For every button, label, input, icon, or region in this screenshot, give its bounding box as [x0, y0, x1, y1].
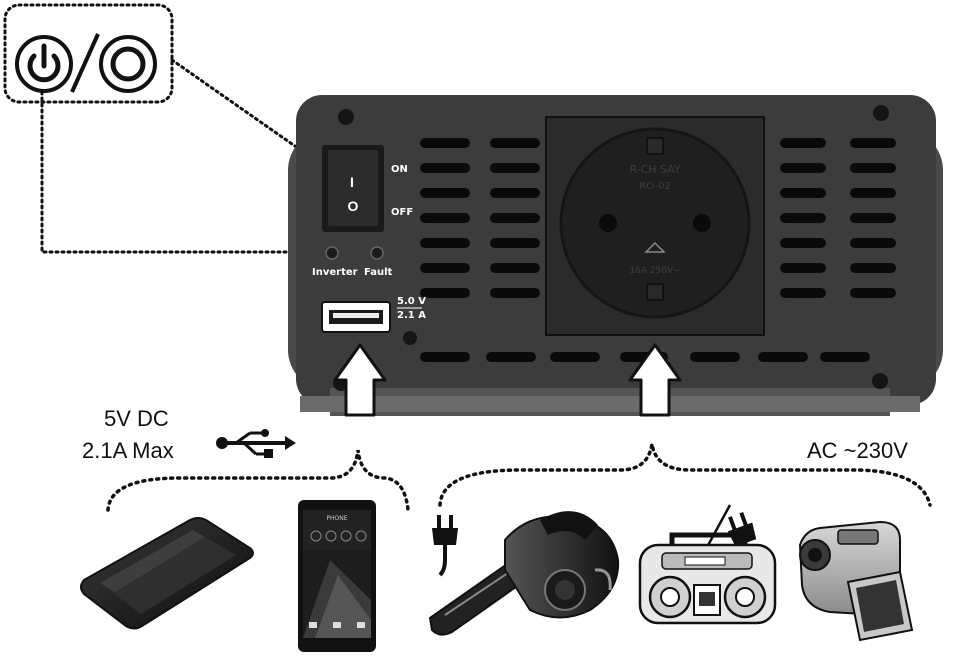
arrow-up-icon	[628, 343, 682, 417]
vent-slot	[490, 188, 540, 198]
vent-slot	[420, 213, 470, 223]
vent-slot	[780, 238, 826, 248]
plug-icon	[432, 515, 458, 577]
inverter-label: Inverter	[312, 267, 358, 278]
vent-slot	[490, 213, 540, 223]
ac-socket[interactable]: R-CH SAY RO-02 16A 250V~	[545, 116, 765, 336]
fault-label: Fault	[364, 267, 393, 278]
vent-slot	[780, 263, 826, 273]
vent-slot	[420, 188, 470, 198]
vent-slot	[490, 238, 540, 248]
vent-slot	[850, 138, 896, 148]
fault-led	[370, 246, 384, 260]
vent-slot	[420, 288, 470, 298]
vent-slot	[850, 163, 896, 173]
screw	[403, 331, 417, 345]
vent-slot	[690, 352, 740, 362]
vent-slot	[780, 163, 826, 173]
usb-current-label: 2.1 A	[397, 310, 426, 321]
ac-output-label: AC ~230V	[807, 438, 908, 463]
inverter-led	[325, 246, 339, 260]
off-label: OFF	[391, 207, 413, 218]
rocker-switch[interactable]: I O	[322, 145, 384, 232]
power-callout	[3, 3, 174, 104]
vent-slot	[486, 352, 536, 362]
screw	[873, 105, 889, 121]
vent-slots	[420, 138, 896, 362]
screw	[872, 373, 888, 389]
phone-brand: PHONE	[326, 515, 347, 522]
handheld-vacuum-icon	[428, 511, 620, 636]
ac-devices-brace	[438, 443, 932, 507]
vent-slot	[780, 288, 826, 298]
vent-slot	[758, 352, 808, 362]
radio-cassette-icon	[638, 504, 777, 625]
vent-slot	[850, 263, 896, 273]
vent-slot	[850, 213, 896, 223]
vent-slot	[420, 238, 470, 248]
on-label: ON	[391, 164, 408, 175]
leader-to-inverter-led	[40, 90, 330, 254]
vent-slot	[490, 163, 540, 173]
smartphone-icon: PHONE	[298, 500, 376, 652]
usb-voltage-label: 5.0 V	[397, 296, 426, 307]
slash-separator	[70, 33, 100, 93]
vent-slot	[420, 138, 470, 148]
vent-slot	[550, 352, 600, 362]
camcorder-icon	[798, 520, 914, 642]
vent-slot	[490, 263, 540, 273]
vent-slot	[850, 188, 896, 198]
vent-slot	[490, 288, 540, 298]
usb-output-voltage: 5V DC	[104, 406, 169, 431]
usb-output-current: 2.1A Max	[82, 438, 174, 463]
vent-slot	[780, 213, 826, 223]
screw	[338, 109, 354, 125]
vent-slot	[780, 138, 826, 148]
vent-slot	[420, 352, 470, 362]
usb-symbol-icon	[216, 429, 296, 458]
inverter-body: I O ON OFF Inverter Fault 5.0 V 2.1 A R-…	[288, 95, 943, 416]
switch-off-glyph: O	[348, 198, 359, 214]
vent-slot	[780, 188, 826, 198]
tablet-icon	[80, 517, 254, 630]
usb-devices-brace	[106, 449, 410, 512]
vent-slot	[820, 352, 870, 362]
switch-on-glyph: I	[350, 174, 354, 190]
socket-model: RO-02	[639, 181, 670, 192]
socket-rating: 16A 250V~	[629, 266, 680, 276]
arrow-up-icon	[333, 343, 387, 417]
vent-slot	[420, 263, 470, 273]
vent-slot	[420, 163, 470, 173]
usb-port[interactable]	[321, 301, 391, 333]
socket-brand: R-CH SAY	[629, 163, 680, 176]
vent-slot	[490, 138, 540, 148]
vent-slot	[850, 238, 896, 248]
power-on-icon	[99, 35, 157, 93]
vent-slot	[850, 288, 896, 298]
power-standby-icon	[15, 35, 73, 93]
